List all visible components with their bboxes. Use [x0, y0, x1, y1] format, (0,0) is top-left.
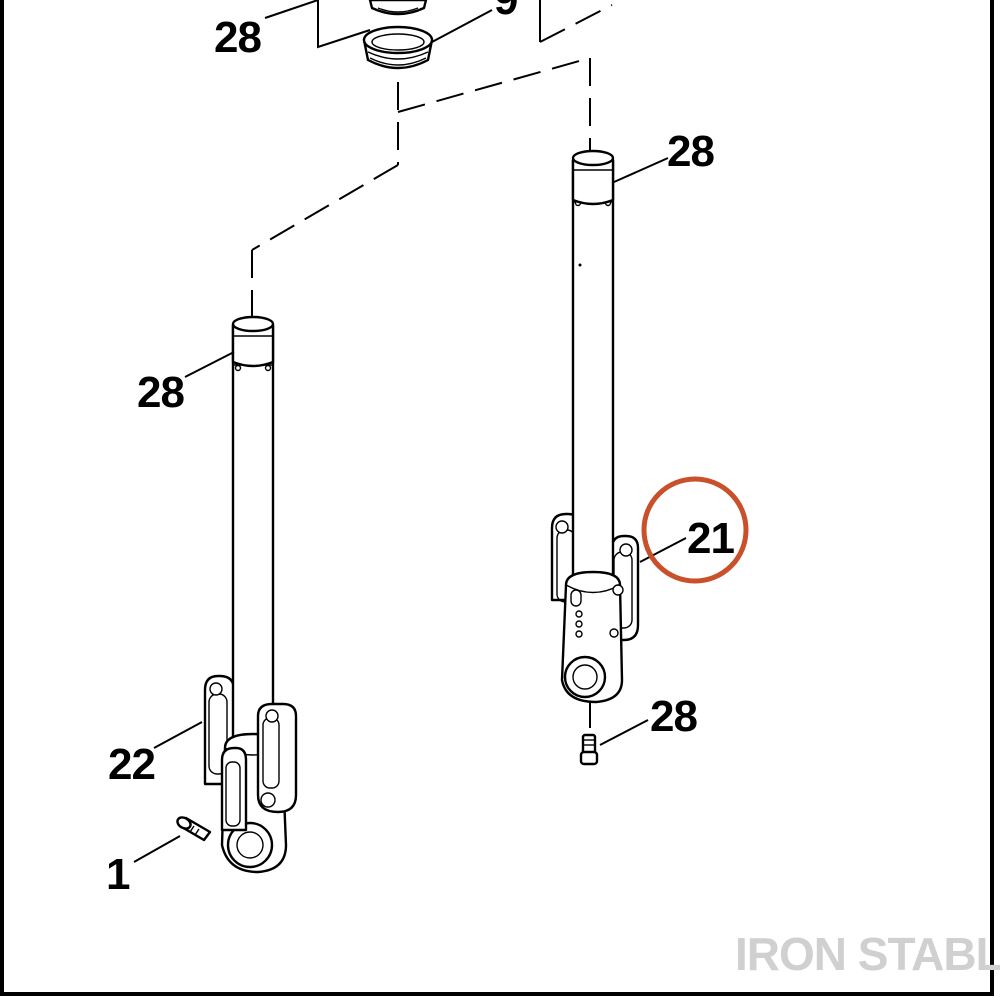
callout-28-left-tube: 28 [137, 368, 184, 417]
right-fork-assembly [550, 149, 640, 704]
callout-28-bolt-right: 28 [650, 692, 697, 741]
left-pinch-bolt [176, 816, 212, 842]
callout-28-right-tube: 28 [667, 127, 714, 176]
top-bracket-lines [317, 0, 613, 49]
callout-22-slider: 22 [108, 740, 155, 789]
callout-1-bolt-left: 1 [106, 850, 130, 899]
assembly-dashed-path [251, 57, 591, 735]
highlight-circle [641, 476, 749, 584]
callout-28-top-left: 28 [214, 13, 261, 62]
watermark-logo: IRON STABLE [735, 928, 1000, 980]
leader-lines [133, 0, 687, 863]
dust-seal-part [362, 25, 434, 70]
top-seal-partial [368, 0, 428, 16]
right-axle-bolt [579, 733, 599, 766]
callout-9-top: 9 [494, 0, 517, 24]
left-fork-assembly [203, 315, 298, 874]
callout-21-highlight: 21 [687, 514, 734, 563]
